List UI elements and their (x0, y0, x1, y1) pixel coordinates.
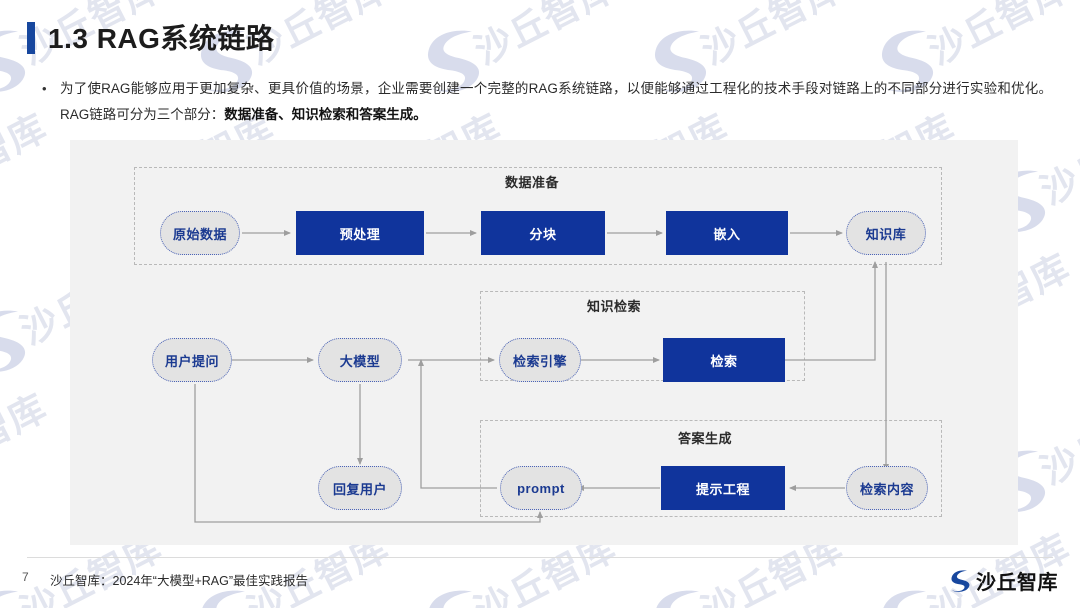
watermark-text: 沙丘智库 (468, 0, 623, 73)
paragraph-text: 为了使RAG能够应用于更加复杂、更具价值的场景，企业需要创建一个完整的RAG系统… (60, 81, 1052, 122)
watermark-text: 沙丘智库 (1034, 386, 1080, 493)
page-number: 7 (22, 570, 29, 584)
watermark-swoosh-icon (651, 586, 713, 608)
group-title-answer-generation: 答案生成 (678, 431, 733, 446)
node-prompt-engineering[interactable]: 提示工程 (661, 466, 785, 510)
group-title-knowledge-retrieval: 知识检索 (587, 299, 642, 314)
watermark-mark: 沙丘智库 (651, 527, 901, 608)
node-label: 知识库 (865, 226, 907, 242)
group-title-data-preparation: 数据准备 (505, 175, 560, 190)
node-label: 回复用户 (332, 481, 387, 497)
brand-logo: 沙丘智库 (950, 566, 1058, 595)
body-paragraph: • 为了使RAG能够应用于更加复杂、更具价值的场景，企业需要创建一个完整的RAG… (42, 76, 1052, 128)
paragraph-emphasis: 数据准备、知识检索和答案生成。 (224, 107, 427, 122)
watermark-mark: 沙丘智库 (424, 527, 674, 608)
watermark-text: 沙丘智库 (0, 386, 54, 493)
bullet-paragraph: 为了使RAG能够应用于更加复杂、更具价值的场景，企业需要创建一个完整的RAG系统… (60, 76, 1052, 128)
watermark-swoosh-icon (0, 306, 32, 376)
node-label: 分块 (529, 226, 557, 242)
title-accent-bar (27, 22, 35, 54)
node-retrieved-content[interactable]: 检索内容 (846, 466, 928, 510)
node-label: 提示工程 (695, 481, 750, 497)
node-label: 大模型 (339, 353, 381, 369)
node-label: 用户提问 (164, 353, 219, 369)
footer-divider (27, 557, 1053, 558)
footer-caption: 沙丘智库：2024年“大模型+RAG”最佳实践报告 (50, 574, 309, 588)
node-knowledge-base[interactable]: 知识库 (846, 211, 926, 255)
watermark-swoosh-icon (0, 586, 32, 608)
watermark-swoosh-icon (424, 586, 486, 608)
watermark-text: 沙丘智库 (695, 0, 850, 73)
watermark-text: 沙丘智库 (922, 0, 1077, 73)
node-prompt[interactable]: prompt (500, 466, 582, 510)
node-large-model[interactable]: 大模型 (318, 338, 402, 382)
node-preprocess[interactable]: 预处理 (296, 211, 424, 255)
bullet-marker: • (42, 81, 47, 96)
node-reply-user[interactable]: 回复用户 (318, 466, 402, 510)
watermark-swoosh-icon (197, 586, 259, 608)
swoosh-logo-icon (950, 569, 972, 593)
brand-name: 沙丘智库 (976, 572, 1058, 594)
node-chunking[interactable]: 分块 (481, 211, 605, 255)
node-retrieval[interactable]: 检索 (663, 338, 785, 382)
node-label: 检索内容 (859, 481, 914, 497)
node-user-question[interactable]: 用户提问 (152, 338, 232, 382)
node-embedding[interactable]: 嵌入 (666, 211, 788, 255)
node-label: prompt (517, 480, 565, 496)
node-label: 检索引擎 (512, 353, 567, 369)
page-title: 1.3 RAG系统链路 (48, 23, 275, 54)
node-label: 原始数据 (172, 226, 227, 242)
watermark-swoosh-icon (878, 586, 940, 608)
node-label: 预处理 (339, 226, 381, 242)
node-label: 检索 (710, 353, 738, 369)
node-raw-data[interactable]: 原始数据 (160, 211, 240, 255)
node-retrieval-engine[interactable]: 检索引擎 (499, 338, 581, 382)
node-label: 嵌入 (713, 226, 741, 242)
